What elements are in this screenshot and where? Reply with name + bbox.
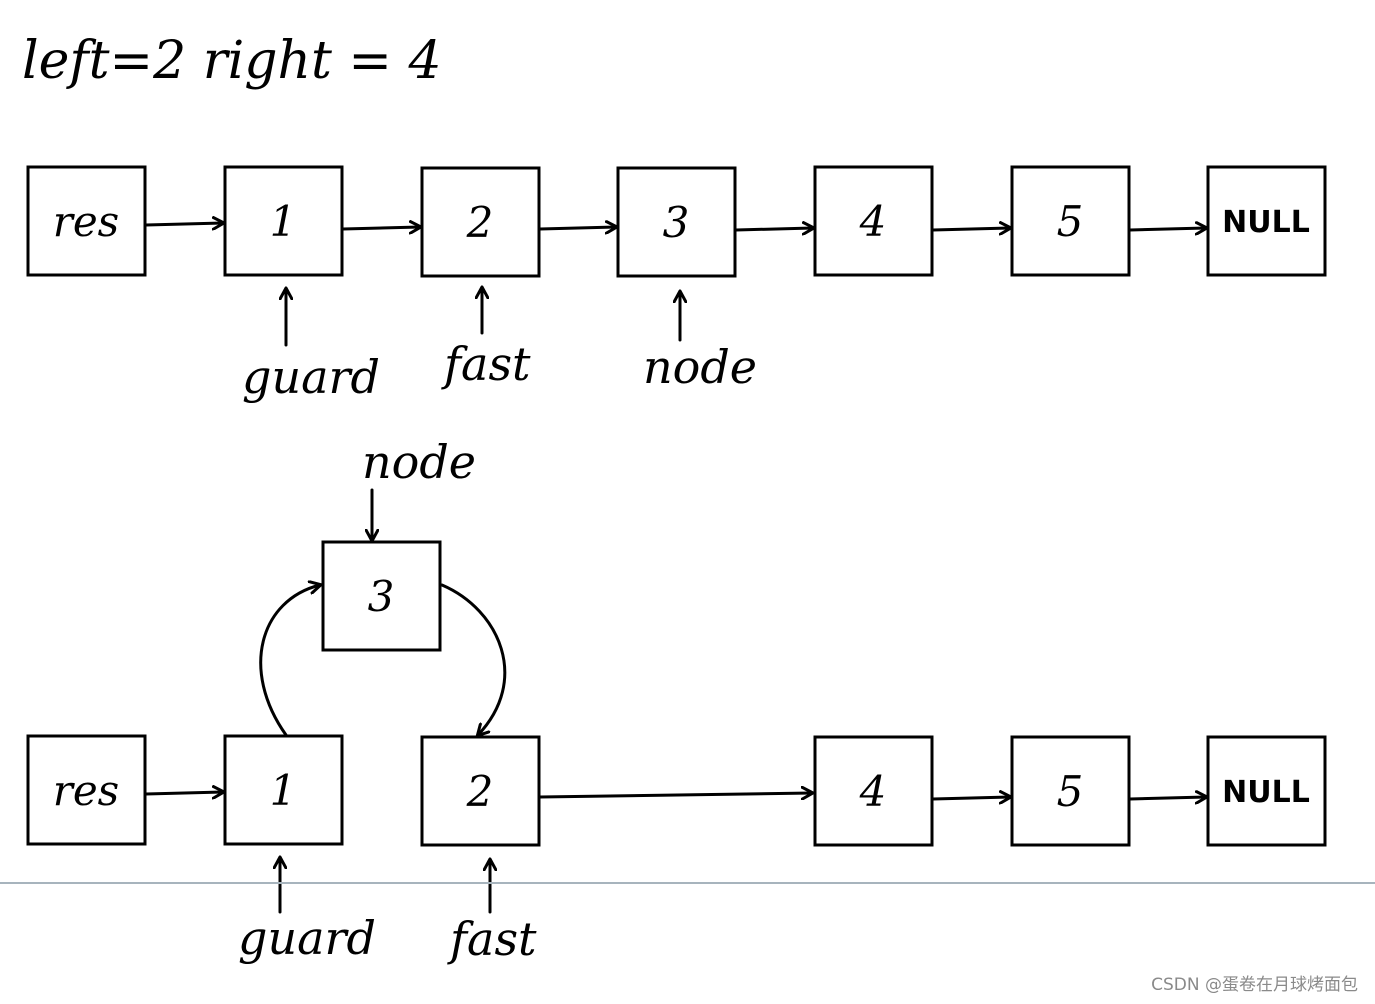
- node-label: 4: [859, 197, 887, 246]
- list-before: res 1 2 3 4 5 NULL: [26, 165, 1327, 404]
- next-arrow: [931, 228, 1010, 230]
- next-arrow: [538, 227, 616, 229]
- node-pointer-label: node: [643, 340, 757, 394]
- node-label: 3: [368, 572, 395, 621]
- moved-node-3: 3: [321, 540, 442, 652]
- node-1: 1: [223, 165, 344, 277]
- node-null: NULL: [1206, 165, 1327, 277]
- node-4: 4: [813, 165, 934, 277]
- node-label: NULL: [1222, 205, 1310, 240]
- next-arrow: [1128, 797, 1206, 799]
- next-arrow: [144, 792, 223, 794]
- fast-label: fast: [447, 912, 537, 966]
- node-label: 5: [1057, 767, 1084, 816]
- next-arrow: [144, 223, 223, 225]
- next-arrow: [341, 227, 420, 229]
- node-res: res: [26, 165, 147, 277]
- insert-arrow-1-to-3: [259, 585, 320, 737]
- watermark: CSDN @蛋卷在月球烤面包: [1151, 975, 1358, 995]
- node-4: 4: [813, 735, 934, 847]
- guard-label: guard: [238, 911, 376, 965]
- node-label: 4: [859, 767, 887, 816]
- next-arrow: [931, 797, 1010, 799]
- node-2: 2: [420, 166, 541, 278]
- node-label: 2: [466, 198, 494, 247]
- node-null: NULL: [1206, 735, 1327, 847]
- node-label: 1: [270, 766, 297, 815]
- node-label: 2: [466, 767, 494, 816]
- node-label: 3: [663, 198, 690, 247]
- node-label: NULL: [1222, 775, 1310, 810]
- next-arrow: [734, 228, 813, 230]
- next-arrow: [538, 793, 812, 797]
- node-2: 2: [420, 735, 541, 847]
- node-label: res: [53, 197, 120, 246]
- node-label: 1: [270, 197, 297, 246]
- fast-label: fast: [441, 337, 531, 391]
- node-pointer-label: node: [362, 435, 476, 489]
- node-5: 5: [1010, 735, 1131, 847]
- node-3: 3: [616, 166, 737, 278]
- condition-label: left=2 right = 4: [22, 31, 442, 91]
- node-label: 5: [1057, 197, 1084, 246]
- list-after: node 3 res 1 2 4 5 NULL: [26, 435, 1327, 966]
- node-label: res: [53, 766, 120, 815]
- next-arrow: [1128, 228, 1206, 230]
- node-1: 1: [223, 734, 344, 846]
- insert-arrow-3-to-2: [440, 583, 507, 735]
- guard-label: guard: [242, 350, 380, 404]
- node-5: 5: [1010, 165, 1131, 277]
- node-res: res: [26, 734, 147, 846]
